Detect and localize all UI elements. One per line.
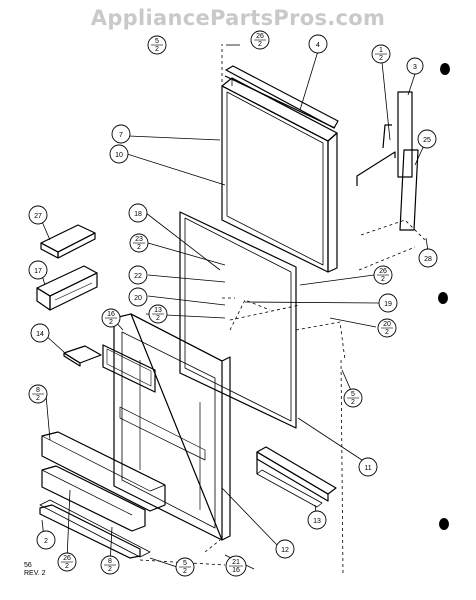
- callout-13-small-number: 13: [154, 307, 162, 314]
- callout-4: [308, 34, 328, 54]
- door-trim-strip: [39, 499, 151, 558]
- callout-7-number: 7: [119, 132, 123, 139]
- leader-lines: [39, 44, 429, 570]
- callout-27: [28, 205, 48, 225]
- callout-12-number: 12: [281, 547, 289, 554]
- callout-8-left-number: 8: [36, 387, 40, 394]
- revision-label: REV. 2: [24, 570, 46, 577]
- callout-5-top-number: 5: [155, 38, 159, 45]
- hinge-assembly: [356, 91, 419, 231]
- callout-14: [30, 323, 50, 343]
- callout-5-bottom-number: 5: [183, 560, 187, 567]
- callout-21-sub: 16: [232, 567, 240, 574]
- callout-8-bottom-sub: 2: [108, 566, 112, 573]
- callout-1-number: 1: [379, 47, 383, 54]
- binder-holes: [438, 63, 450, 530]
- freezer-door: [221, 65, 339, 273]
- callout-14-number: 14: [36, 331, 44, 338]
- callout-19: [378, 293, 398, 313]
- callout-20: [128, 287, 148, 307]
- callout-20-number: 20: [134, 295, 142, 302]
- handle-part-13: [256, 446, 337, 508]
- callout-26-bottom-number: 26: [63, 555, 71, 562]
- revision-note: 56 REV. 2: [24, 562, 46, 578]
- callout-16-number: 16: [107, 311, 115, 318]
- fresh-food-door-liner: [102, 313, 231, 541]
- callout-26-right-number: 26: [379, 268, 387, 275]
- callout-8-bottom-number: 8: [108, 558, 112, 565]
- callout-12: [275, 539, 295, 559]
- callout-10-number: 10: [115, 152, 123, 159]
- callout-23-number: 23: [135, 236, 143, 243]
- callout-20-right-number: 20: [383, 321, 391, 328]
- callout-26-top-number: 26: [256, 33, 264, 40]
- callout-23-sub: 2: [137, 244, 141, 251]
- callout-28: [418, 248, 438, 268]
- callout-21-number: 21: [232, 559, 240, 566]
- callout-8-left-sub: 2: [36, 395, 40, 402]
- callout-25-number: 25: [423, 137, 431, 144]
- callout-28-number: 28: [424, 256, 432, 263]
- butter-box: [63, 345, 102, 367]
- ice-tray: [40, 224, 96, 259]
- callout-3: [406, 57, 424, 75]
- callout-2: [36, 530, 56, 550]
- callout-27-number: 27: [34, 213, 42, 220]
- callout-20-right-sub: 2: [385, 329, 389, 336]
- callout-3-number: 3: [413, 64, 417, 71]
- callout-7: [111, 124, 131, 144]
- callout-11-number: 11: [364, 465, 371, 472]
- callout-26-top-sub: 2: [258, 41, 262, 48]
- callout-11: [358, 457, 378, 477]
- callout-13-small-sub: 2: [156, 315, 160, 322]
- callout-5-right-number: 5: [351, 391, 355, 398]
- callout-5-top-sub: 2: [155, 46, 159, 53]
- callout-5-bottom-sub: 2: [183, 568, 187, 575]
- revision-number: 56: [24, 562, 32, 569]
- watermark-text: AppliancePartsPros.com: [90, 6, 386, 30]
- callout-13: [307, 510, 327, 530]
- callout-10: [109, 144, 129, 164]
- callout-13-number: 13: [313, 518, 321, 525]
- callout-4-number: 4: [316, 42, 320, 49]
- callout-1-sub: 2: [379, 55, 383, 62]
- callout-26-right-sub: 2: [381, 276, 385, 283]
- ice-bin: [36, 265, 98, 311]
- callout-22: [128, 265, 148, 285]
- callout-2-number: 2: [44, 538, 48, 545]
- callout-17-number: 17: [34, 268, 42, 275]
- door-gasket: [179, 211, 297, 429]
- door-bins: [39, 431, 166, 559]
- callout-25: [417, 129, 437, 149]
- callout-18-number: 18: [134, 211, 142, 218]
- callout-22-number: 22: [134, 273, 142, 280]
- callout-5-right-sub: 2: [351, 399, 355, 406]
- callout-17: [28, 260, 48, 280]
- callout-18: [128, 203, 148, 223]
- callout-19-number: 19: [384, 301, 392, 308]
- callout-26-bottom-sub: 2: [65, 563, 69, 570]
- callout-16-sub: 2: [109, 319, 113, 326]
